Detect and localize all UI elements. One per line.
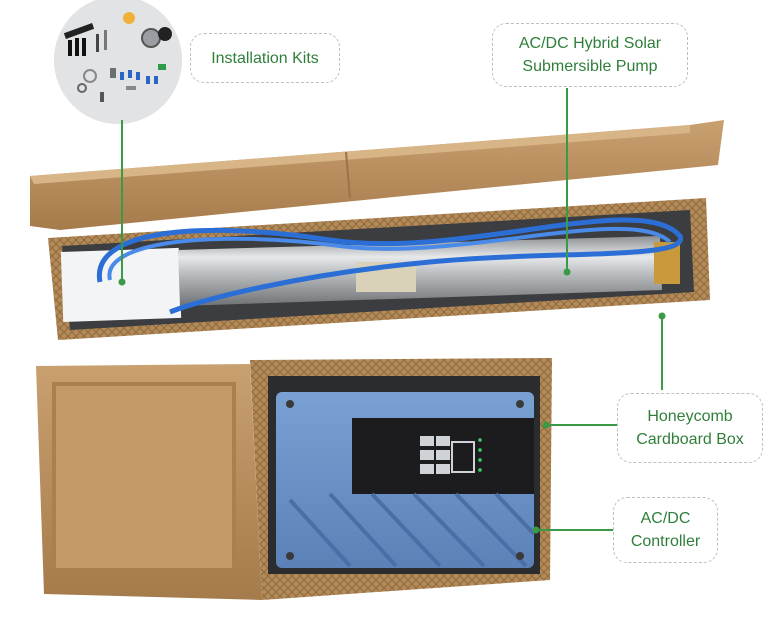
callout-lines xyxy=(118,88,666,534)
pump-label-line2: Submersible Pump xyxy=(522,58,658,75)
controller-label-line2: Controller xyxy=(630,533,701,550)
controller-label: AC/DC Controller xyxy=(613,497,718,563)
pump-box xyxy=(48,198,710,340)
pump-label: AC/DC Hybrid Solar Submersible Pump xyxy=(492,23,688,87)
controller-box xyxy=(36,358,552,600)
installation-kit-image xyxy=(54,0,182,124)
pump-label-line1: AC/DC Hybrid Solar xyxy=(518,35,662,52)
controller-label-line1: AC/DC xyxy=(640,510,691,527)
installation-kits-text: Installation Kits xyxy=(211,49,319,67)
box-label-line2: Cardboard Box xyxy=(636,431,744,448)
honeycomb-box-label: Honeycomb Cardboard Box xyxy=(617,393,763,463)
installation-kits-label: Installation Kits xyxy=(190,33,340,83)
box-lid xyxy=(30,120,724,230)
box-label-line1: Honeycomb xyxy=(647,408,733,425)
